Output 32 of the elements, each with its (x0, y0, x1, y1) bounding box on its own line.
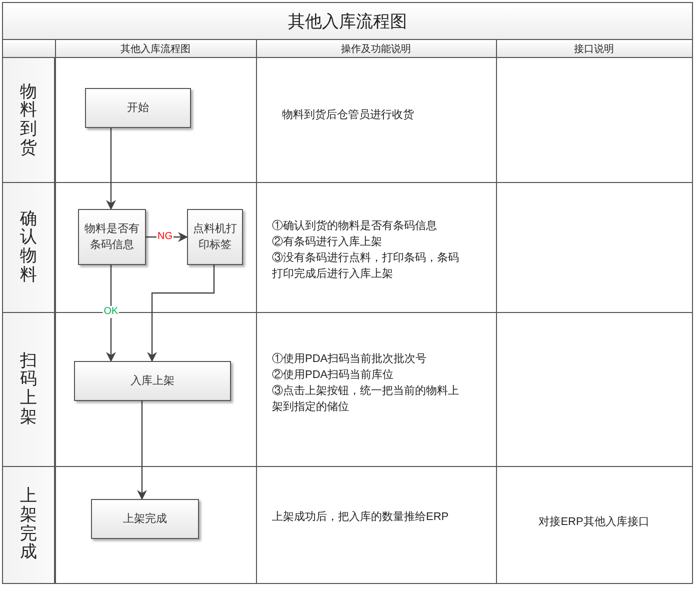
arrow (106, 128, 116, 210)
description-text: ③没有条码进行点料，打印条码，条码打印完成后进行入库上架 (272, 250, 460, 282)
edge-label: OK (102, 306, 120, 318)
description-text: ①使用PDA扫码当前批次批次号 (272, 352, 428, 367)
column-header: 其他入库流程图 (120, 42, 190, 56)
column-header: 操作及功能说明 (341, 42, 411, 56)
lane-label: 上架完成 (20, 487, 37, 562)
description-text: 上架成功后，把入库的数量推给ERP (272, 510, 450, 525)
process-box (91, 499, 199, 539)
node-text: 开始 (127, 101, 149, 116)
description-text: ①确认到货的物料是否有条码信息 (272, 218, 438, 234)
description-text: 物料到货后仓管员进行收货 (282, 108, 415, 123)
arrow (136, 401, 147, 500)
description-text: ②使用PDA扫码当前库位 (272, 368, 395, 383)
process-box (187, 209, 243, 265)
lane-label: 物料到货 (20, 82, 37, 158)
interface-note: 对接ERP其他入库接口 (538, 514, 650, 530)
process-box (74, 361, 231, 401)
process-box (78, 209, 146, 265)
column-header: 接口说明 (574, 42, 614, 56)
lane-label: 扫码上架 (20, 352, 37, 426)
description-text: ②有条码进行入库上架 (272, 234, 383, 250)
node-text: 物料是否有条码信息 (84, 222, 140, 253)
diagram-title: 其他入库流程图 (288, 10, 407, 33)
process-box (85, 88, 191, 128)
lane-label: 确认物料 (20, 210, 37, 284)
arrow (147, 265, 215, 362)
arrow (106, 265, 116, 362)
node-text: 点料机打印标签 (192, 222, 238, 253)
node-text: 上架完成 (123, 512, 167, 527)
node-text: 入库上架 (130, 374, 174, 389)
description-text: ③点击上架按钮，统一把当前的物料上架到指定的储位 (272, 384, 460, 415)
